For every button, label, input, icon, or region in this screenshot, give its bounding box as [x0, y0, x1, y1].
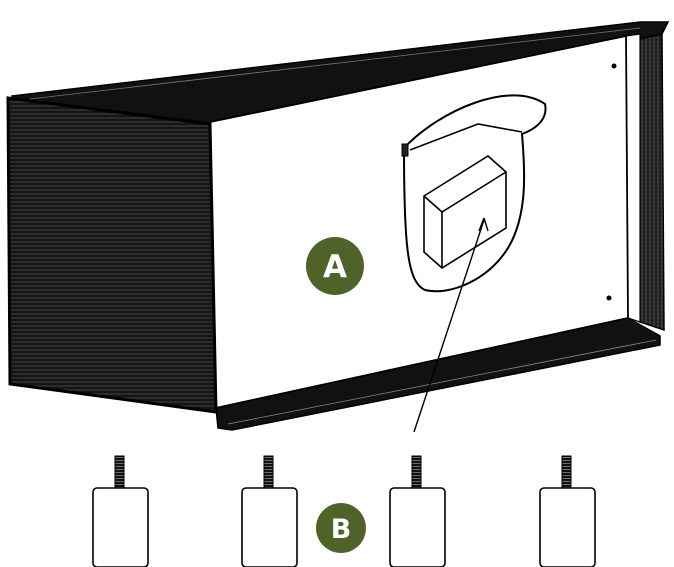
callout-b-label: B — [331, 514, 352, 545]
callout-a-badge — [306, 237, 364, 295]
callout-a: A — [306, 237, 364, 295]
screw-hole-top — [611, 63, 617, 69]
callout-b-badge — [316, 503, 366, 553]
housing-unit — [6, 21, 670, 431]
foot — [241, 455, 298, 567]
feet-group — [92, 455, 596, 567]
foot — [389, 455, 446, 567]
pointer-arrow — [413, 217, 489, 433]
callout-b: B — [316, 503, 366, 553]
callout-a-label: A — [323, 249, 347, 285]
screw-hole-bottom — [606, 295, 612, 301]
housing-left-panel — [6, 96, 218, 414]
hardware-bag — [401, 94, 547, 293]
foot — [539, 455, 596, 567]
bag-clip — [401, 143, 409, 157]
housing-bottom-edge — [215, 317, 661, 431]
foot — [92, 455, 149, 567]
